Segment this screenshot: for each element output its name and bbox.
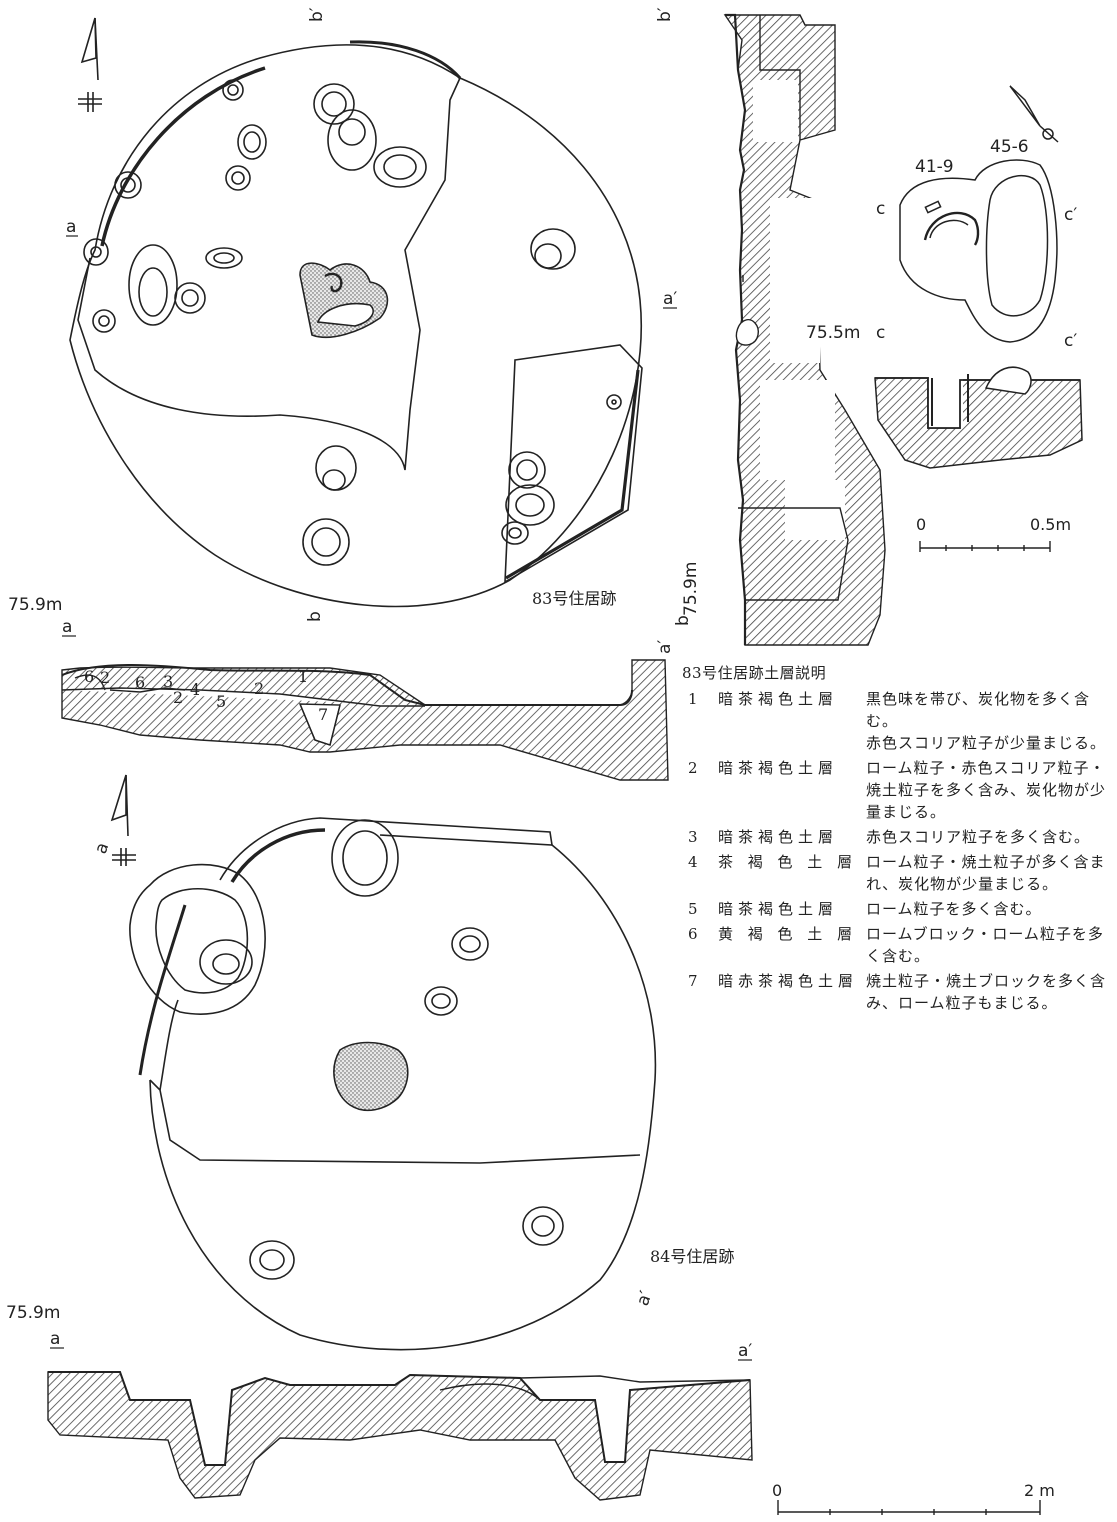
layer-description-line: 赤色スコリア粒子を多く含む。 (866, 828, 1091, 846)
legend-row: 7 暗赤茶褐色土層焼土粒子・焼土ブロックを多く含み、ローム粒子もまじる。 (680, 970, 1112, 1014)
layer-description-line: ローム粒子を多く含む。 (866, 900, 1042, 918)
marker-c-prime-section: c′ (1064, 331, 1077, 351)
layer-description: 焼土粒子・焼土ブロックを多く含み、ローム粒子もまじる。 (866, 970, 1112, 1014)
layer-description-line: 焼土粒子・焼土ブロックを多く含み、ローム粒子もまじる。 (866, 972, 1107, 1012)
scale-bar-small (919, 541, 1051, 552)
house83-title: 83号住居跡 (532, 589, 616, 608)
marker-b-prime-top: b′ (307, 7, 327, 22)
scale-large-zero: 0 (772, 1481, 782, 1500)
marker-a-84-top: a (91, 840, 113, 857)
layer-num-6b: 6 (135, 673, 145, 692)
marker-b-prime-section: b′ (655, 7, 675, 22)
north-arrow-icon (78, 17, 102, 112)
legend-row: 1 暗茶褐色土層 黒色味を帯び、炭化物を多く含む。赤色スコリア粒子が少量まじる。 (680, 688, 1112, 754)
marker-a-83-section: a (62, 617, 72, 637)
layer-number: 5 (688, 900, 698, 918)
layer-num-6a: 6 (84, 667, 94, 686)
marker-a: a (66, 217, 76, 237)
layer-name: 茶 褐 色 土 層 (718, 853, 858, 871)
layer-name: 暗茶褐色土層 (718, 828, 839, 846)
layer-num-3: 3 (163, 672, 173, 691)
hearth-detail (874, 85, 1083, 469)
north-arrow-icon (110, 774, 136, 866)
legend-row: 2 暗茶褐色土層 ローム粒子・赤色スコリア粒子・焼土粒子を多く含み、炭化物が少量まじ… (680, 757, 1112, 823)
marker-a-prime-84: a′ (633, 1288, 657, 1308)
layer-num-2b: 2 (100, 668, 110, 687)
legend-row: 6 黄 褐 色 土 層ロームブロック・ローム粒子を多く含む。 (680, 923, 1112, 967)
layer-num-2c: 2 (173, 688, 183, 707)
layer-name: 黄 褐 色 土 層 (718, 925, 858, 943)
layer-name: 暗赤茶褐色土層 (718, 972, 859, 990)
layer-name: 暗茶褐色土層 (718, 900, 839, 918)
layer-num-4: 4 (190, 680, 200, 699)
house83-section-a (61, 659, 669, 781)
scale-large-end: 2 m (1024, 1481, 1055, 1500)
layer-num-5: 5 (216, 692, 226, 711)
layer-number: 4 (688, 853, 698, 871)
marker-a-prime: a′ (663, 289, 677, 309)
marker-b-section: b (673, 615, 693, 626)
layer-description-line: ローム粒子・焼土粒子が多く含まれ、炭化物が少量まじる。 (866, 853, 1106, 893)
layer-description-line: ロームブロック・ローム粒子を多く含む。 (866, 925, 1104, 965)
house83-section-b (723, 13, 886, 646)
marker-a-84-section: a (50, 1329, 60, 1349)
marker-c-prime: c′ (1064, 205, 1077, 225)
layer-description-line: 黒色味を帯び、炭化物を多く含む。 (866, 690, 1091, 730)
elevation-755: 75.5m (806, 323, 860, 343)
legend-row: 4 茶 褐 色 土 層ローム粒子・焼土粒子が多く含まれ、炭化物が少量まじる。 (680, 851, 1112, 895)
layer-number: 7 (688, 972, 698, 990)
marker-c-section: c (876, 323, 885, 343)
legend-title: 83号住居跡土層説明 (682, 664, 827, 682)
artifact-41-9: 41-9 (915, 157, 954, 177)
layer-description: ローム粒子・赤色スコリア粒子・焼土粒子を多く含み、炭化物が少量まじる。 (866, 757, 1112, 823)
north-arrow-icon (1009, 85, 1059, 143)
layer-description: ローム粒子を多く含む。 (866, 898, 1112, 920)
legend-row: 3 暗茶褐色土層 赤色スコリア粒子を多く含む。 (680, 826, 1112, 848)
layer-num-7: 7 (318, 705, 328, 724)
hearth (299, 262, 389, 339)
layer-description: ローム粒子・焼土粒子が多く含まれ、炭化物が少量まじる。 (866, 851, 1112, 895)
house83-plan (69, 17, 643, 608)
house84-title: 84号住居跡 (650, 1247, 734, 1266)
layer-number: 1 (688, 690, 698, 708)
marker-b-bottom: b (305, 611, 325, 622)
layer-description: 赤色スコリア粒子を多く含む。 (866, 826, 1112, 848)
marker-a-prime-83-section: a′ (655, 640, 675, 654)
scale-small-end: 0.5m (1030, 515, 1071, 534)
layer-number: 2 (688, 759, 698, 777)
layer-num-1: 1 (298, 667, 308, 686)
layer-numbers: 1 2 2 2 3 4 5 6 6 7 (84, 667, 328, 724)
elevation-83-vertical: 75.9m (681, 562, 701, 616)
scale-bar-large (777, 1500, 1041, 1515)
elevation-84: 75.9m (6, 1303, 60, 1323)
artifact-45-6: 45-6 (990, 137, 1029, 157)
layer-num-2a: 2 (254, 679, 264, 698)
elevation-83: 75.9m (8, 595, 62, 615)
scale-small-zero: 0 (916, 515, 926, 534)
house84-section (47, 1371, 753, 1501)
layer-number: 3 (688, 828, 698, 846)
layer-number: 6 (688, 925, 698, 943)
hearth (333, 1041, 409, 1112)
layer-description: 黒色味を帯び、炭化物を多く含む。赤色スコリア粒子が少量まじる。 (866, 688, 1112, 754)
marker-c: c (876, 199, 885, 219)
layer-name: 暗茶褐色土層 (718, 690, 839, 708)
layer-description: ロームブロック・ローム粒子を多く含む。 (866, 923, 1112, 967)
layer-description-line: 赤色スコリア粒子が少量まじる。 (866, 734, 1107, 752)
layer-description-line: ローム粒子・赤色スコリア粒子・焼土粒子を多く含み、炭化物が少量まじる。 (866, 759, 1107, 821)
house84-plan (110, 774, 657, 1351)
soil-layer-legend: 83号住居跡土層説明 1 暗茶褐色土層 黒色味を帯び、炭化物を多く含む。赤色スコリア… (680, 662, 1112, 1017)
layer-name: 暗茶褐色土層 (718, 759, 839, 777)
legend-row: 5 暗茶褐色土層 ローム粒子を多く含む。 (680, 898, 1112, 920)
marker-a-prime-84-section: a′ (738, 1341, 752, 1361)
section-markers: a a′ b′ b′ b b 75.9m a a′ 75.9m 83号住居跡 8… (6, 7, 1077, 1500)
